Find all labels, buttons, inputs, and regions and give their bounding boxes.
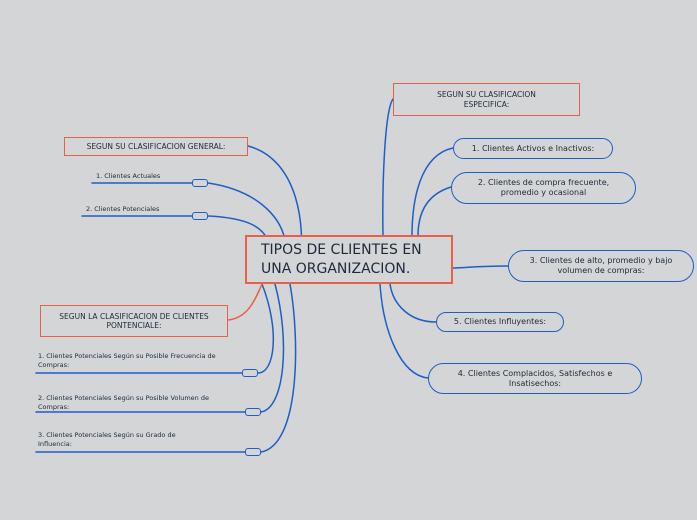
link-r5 — [379, 283, 429, 379]
central-topic-label: TIPOS DE CLIENTES EN UNA ORGANIZACION. — [261, 242, 422, 277]
link-r3 — [451, 265, 509, 269]
leaf-clientes-actuales[interactable]: 1. Clientes Actuales — [96, 172, 161, 180]
node-complacidos-label: 4. Clientes Complacidos, Satisfechos e I… — [457, 368, 613, 388]
node-complacidos[interactable]: 4. Clientes Complacidos, Satisfechos e I… — [428, 363, 642, 394]
node-clasificacion-general[interactable]: SEGUN SU CLASIFICACION GENERAL: — [64, 137, 248, 156]
node-activos-inactivos[interactable]: 1. Clientes Activos e Inactivos: — [453, 138, 613, 159]
leaf-potenciales-influencia[interactable]: 3. Clientes Potenciales Según su Grado d… — [38, 431, 176, 449]
link-potencial-title — [227, 283, 263, 321]
node-compra-frecuente[interactable]: 2. Clientes de compra frecuente, promedi… — [451, 172, 636, 204]
node-activos-inactivos-label: 1. Clientes Activos e Inactivos: — [471, 143, 595, 153]
collapse-toggle[interactable] — [245, 448, 261, 456]
link-pot3 — [260, 283, 297, 453]
link-pot1 — [257, 283, 275, 374]
node-volumen-compras[interactable]: 3. Clientes de alto, promedio y bajo vol… — [508, 250, 694, 282]
collapse-toggle[interactable] — [192, 212, 208, 220]
node-clasificacion-especifica[interactable]: SEGUN SU CLASIFICACION ESPECIFICA: — [393, 83, 580, 116]
collapse-toggle[interactable] — [242, 369, 258, 377]
collapse-toggle[interactable] — [192, 179, 208, 187]
node-influyentes[interactable]: 5. Clientes Influyentes: — [436, 312, 564, 332]
node-clasificacion-potenciales[interactable]: SEGUN LA CLASIFICACION DE CLIENTES PONTE… — [40, 305, 228, 337]
node-volumen-compras-label: 3. Clientes de alto, promedio y bajo vol… — [529, 256, 673, 275]
collapse-toggle[interactable] — [245, 408, 261, 416]
link-actuales — [207, 182, 286, 241]
node-clasificacion-general-label: SEGUN SU CLASIFICACION GENERAL: — [86, 141, 226, 151]
leaf-clientes-potenciales[interactable]: 2. Clientes Potenciales — [86, 205, 160, 213]
node-clasificacion-especifica-label: SEGUN SU CLASIFICACION ESPECIFICA: — [437, 90, 536, 109]
node-influyentes-label: 5. Clientes Influyentes: — [453, 317, 547, 326]
link-r4 — [389, 283, 437, 323]
central-topic[interactable]: TIPOS DE CLIENTES EN UNA ORGANIZACION. — [245, 235, 453, 284]
node-clasificacion-potenciales-label: SEGUN LA CLASIFICACION DE CLIENTES PONTE… — [59, 311, 209, 330]
link-r1 — [411, 147, 454, 237]
link-especifica — [382, 98, 394, 237]
leaf-potenciales-frecuencia[interactable]: 1. Clientes Potenciales Según su Posible… — [38, 352, 216, 370]
link-r2 — [417, 186, 452, 237]
link-pot2 — [260, 283, 285, 413]
node-compra-frecuente-label: 2. Clientes de compra frecuente, promedi… — [477, 178, 610, 197]
leaf-potenciales-volumen[interactable]: 2. Clientes Potenciales Según su Posible… — [38, 394, 209, 412]
